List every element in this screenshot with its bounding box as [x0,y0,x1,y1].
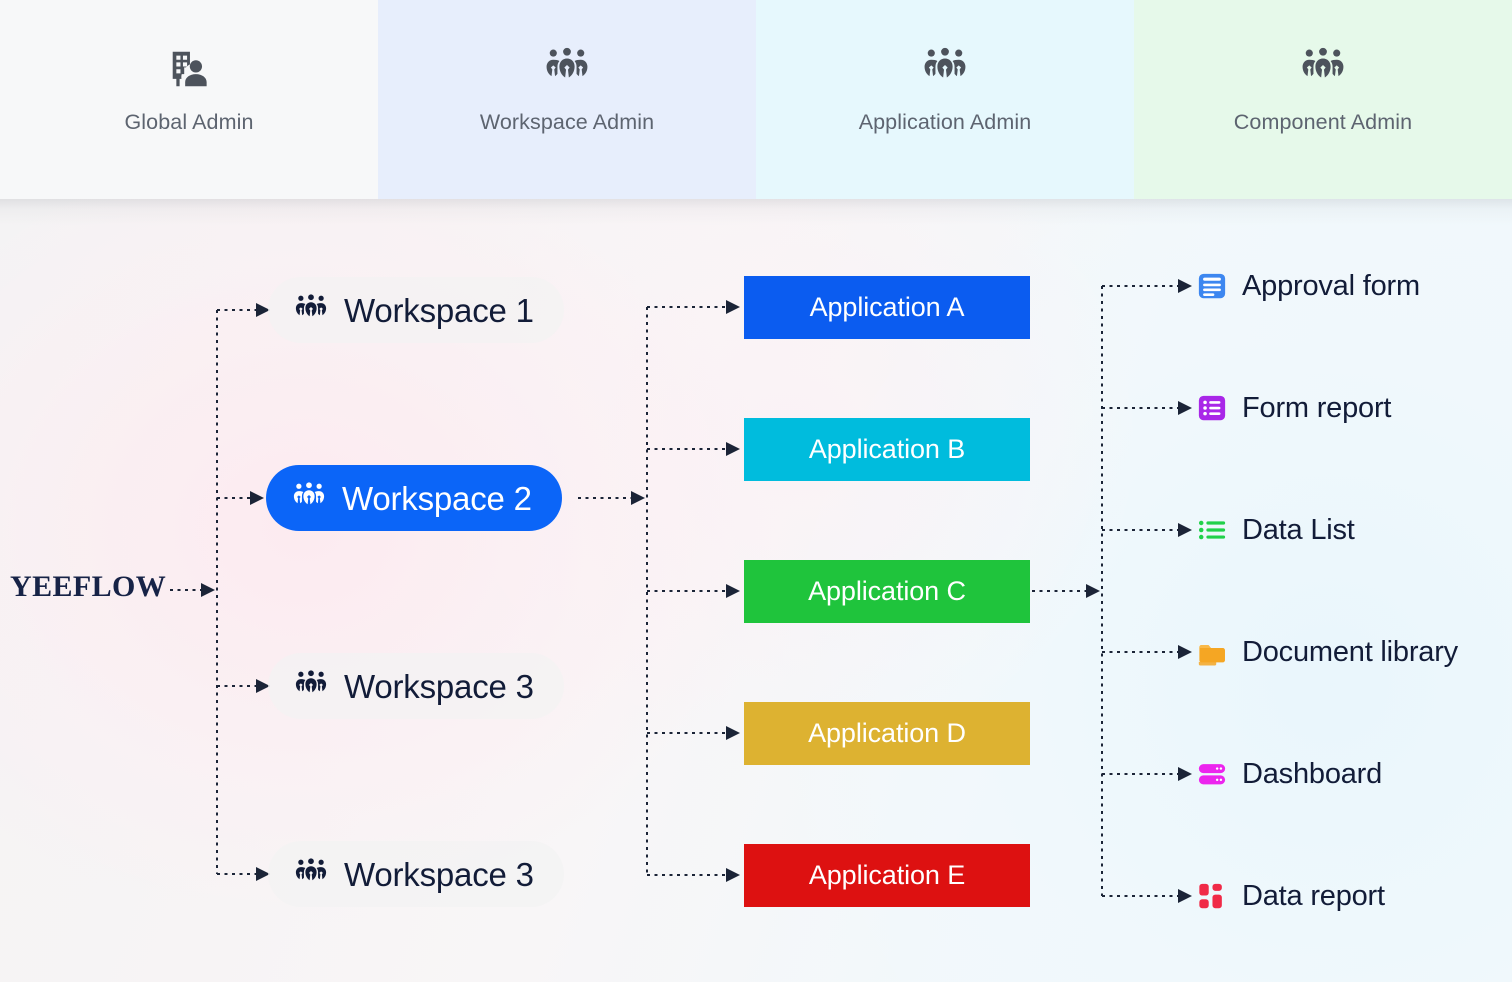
component-label: Data report [1242,879,1385,912]
document-library-icon [1196,636,1228,668]
component-label: Data List [1242,513,1355,546]
workspace-node-2-selected[interactable]: Workspace 2 [266,465,562,531]
component-node-data-report[interactable]: Data report [1196,876,1385,916]
application-node-c[interactable]: Application C [744,560,1030,623]
brand-logo-yeeflow: YEEFLOW [10,570,167,603]
application-node-b[interactable]: Application B [744,418,1030,481]
users-group-icon [294,293,328,327]
component-label: Dashboard [1242,757,1383,790]
users-group-icon [544,46,590,92]
dashboard-icon [1196,758,1228,790]
data-list-icon [1196,514,1228,546]
users-group-icon [294,669,328,703]
role-column-workspace-admin[interactable]: Workspace Admin [378,0,756,199]
component-node-form-report[interactable]: Form report [1196,388,1391,428]
component-node-approval-form[interactable]: Approval form [1196,266,1420,306]
workspace-label: Workspace 3 [344,855,534,893]
application-label: Application D [808,718,966,748]
approval-form-icon [1196,270,1228,302]
role-column-application-admin[interactable]: Application Admin [756,0,1134,199]
role-label: Component Admin [1233,110,1413,134]
role-label: Global Admin [124,110,254,134]
workspace-node-1[interactable]: Workspace 1 [268,277,564,343]
component-label: Document library [1242,635,1458,668]
role-label: Workspace Admin [479,110,655,134]
component-label: Form report [1242,391,1392,424]
role-column-global-admin[interactable]: Global Admin [0,0,378,199]
users-group-icon [294,857,328,891]
application-node-e[interactable]: Application E [744,844,1030,907]
workspace-label: Workspace 1 [344,291,534,329]
component-node-dashboard[interactable]: Dashboard [1196,754,1382,794]
application-label: Application C [808,576,966,606]
application-node-d[interactable]: Application D [744,702,1030,765]
component-label: Approval form [1242,269,1420,302]
component-node-data-list[interactable]: Data List [1196,510,1355,550]
users-group-icon [1300,46,1346,92]
workspace-label: Workspace 3 [344,667,534,705]
role-label: Application Admin [858,110,1032,134]
application-label: Application A [809,292,965,322]
component-node-document-library[interactable]: Document library [1196,632,1458,672]
users-group-icon [922,46,968,92]
building-user-icon [166,46,212,92]
application-label: Application E [808,860,966,890]
workspace-label: Workspace 2 [342,479,532,517]
role-header-strip: Global Admin Workspace Admin [0,0,1512,199]
data-report-icon [1196,880,1228,912]
application-label: Application B [808,434,966,464]
workspace-node-3[interactable]: Workspace 3 [268,653,564,719]
form-report-icon [1196,392,1228,424]
users-group-icon [292,481,326,515]
workspace-node-4[interactable]: Workspace 3 [268,841,564,907]
application-node-a[interactable]: Application A [744,276,1030,339]
role-column-component-admin[interactable]: Component Admin [1134,0,1512,199]
